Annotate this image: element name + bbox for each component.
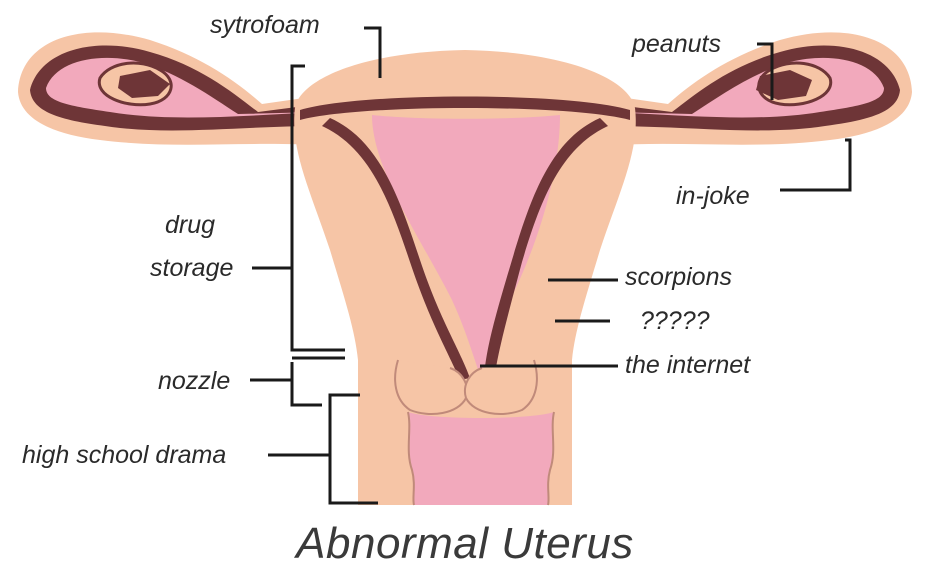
label-the-internet: the internet — [625, 353, 750, 378]
vaginal-canal — [408, 412, 554, 505]
label-sytrofoam: sytrofoam — [210, 13, 320, 38]
label-question-marks: ????? — [640, 309, 710, 334]
label-high-school-drama: high school drama — [22, 443, 226, 468]
diagram-title: Abnormal Uterus — [0, 522, 930, 566]
leader-in-joke — [780, 140, 850, 190]
label-nozzle: nozzle — [158, 369, 230, 394]
label-peanuts: peanuts — [632, 32, 721, 57]
label-storage: storage — [150, 256, 233, 281]
label-in-joke: in-joke — [676, 184, 750, 209]
label-scorpions: scorpions — [625, 265, 732, 290]
left-fallopian-tube — [18, 32, 330, 146]
label-drug: drug — [165, 213, 215, 238]
